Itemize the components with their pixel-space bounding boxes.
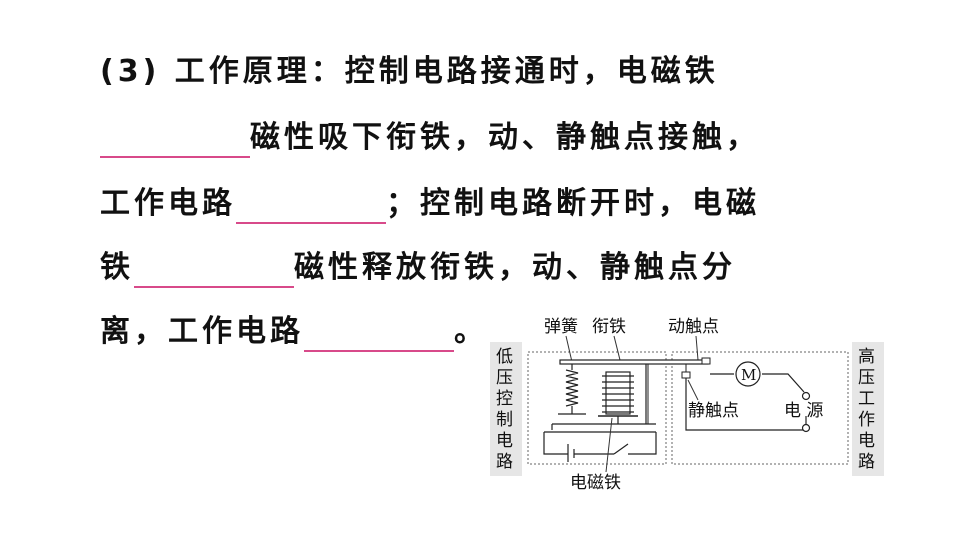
answer-blank-1[interactable] — [100, 120, 250, 158]
power-terminal-top — [801, 391, 811, 401]
static-contact-pointer — [687, 379, 699, 401]
spring-label: 弹簧 — [544, 317, 578, 337]
working-circuit-box — [671, 351, 849, 465]
static-contact-label: 静触点 — [688, 401, 739, 421]
moving-contact-label: 动触点 — [668, 317, 719, 337]
spring — [558, 364, 586, 415]
right-label-char: 压 — [858, 368, 875, 388]
left-vertical-label: 低 压 控 制 电 路 — [496, 347, 513, 472]
armature-pointer — [613, 335, 621, 361]
motor-label: M — [741, 366, 756, 384]
armature-label: 衔铁 — [592, 317, 626, 337]
left-label-char: 制 — [496, 410, 513, 430]
text-line-1: (3) 工作原理：控制电路接通时，电磁铁 — [100, 54, 719, 89]
power-source-label: 电 源 — [784, 401, 823, 421]
motor — [735, 361, 761, 387]
armature-bar — [559, 359, 709, 365]
left-label-char: 压 — [496, 368, 513, 388]
electromagnet-coil — [598, 371, 638, 417]
text-line-4: 铁磁性释放衔铁，动、静触点分 — [100, 248, 736, 288]
control-circuit-wires — [543, 416, 657, 462]
right-label-char: 作 — [858, 410, 875, 430]
moving-contact — [701, 357, 711, 365]
right-label-char: 电 — [858, 431, 875, 451]
power-terminal-bottom — [801, 423, 811, 433]
spring-pointer — [565, 335, 573, 363]
electromagnet-pointer — [605, 417, 613, 473]
left-label-char: 低 — [496, 347, 513, 367]
answer-blank-4[interactable] — [304, 314, 454, 352]
relay-circuit-diagram: 低 压 控 制 电 路 高 压 工 作 电 路 弹簧 衔铁 动触点 — [490, 317, 884, 493]
control-circuit-box — [527, 351, 667, 465]
right-label-char: 高 — [858, 347, 875, 367]
right-vertical-label: 高 压 工 作 电 路 — [858, 347, 875, 472]
left-label-char: 电 — [496, 431, 513, 451]
electromagnet-label: 电磁铁 — [570, 473, 621, 493]
left-label-bg — [490, 342, 522, 476]
working-circuit-wires — [685, 373, 807, 431]
right-label-char: 路 — [858, 452, 875, 472]
text-line-3: 工作电路；控制电路断开时，电磁 — [100, 184, 760, 224]
left-label-char: 路 — [496, 452, 513, 472]
static-contact — [681, 371, 691, 379]
answer-blank-2[interactable] — [236, 186, 386, 224]
right-label-bg — [852, 342, 884, 476]
text-line-2: 磁性吸下衔铁，动、静触点接触， — [100, 118, 760, 158]
moving-contact-pointer — [695, 335, 699, 361]
text-line-5: 离，工作电路。 — [100, 312, 488, 352]
left-label-char: 控 — [496, 389, 513, 409]
answer-blank-3[interactable] — [134, 250, 294, 288]
right-label-char: 工 — [858, 389, 875, 409]
